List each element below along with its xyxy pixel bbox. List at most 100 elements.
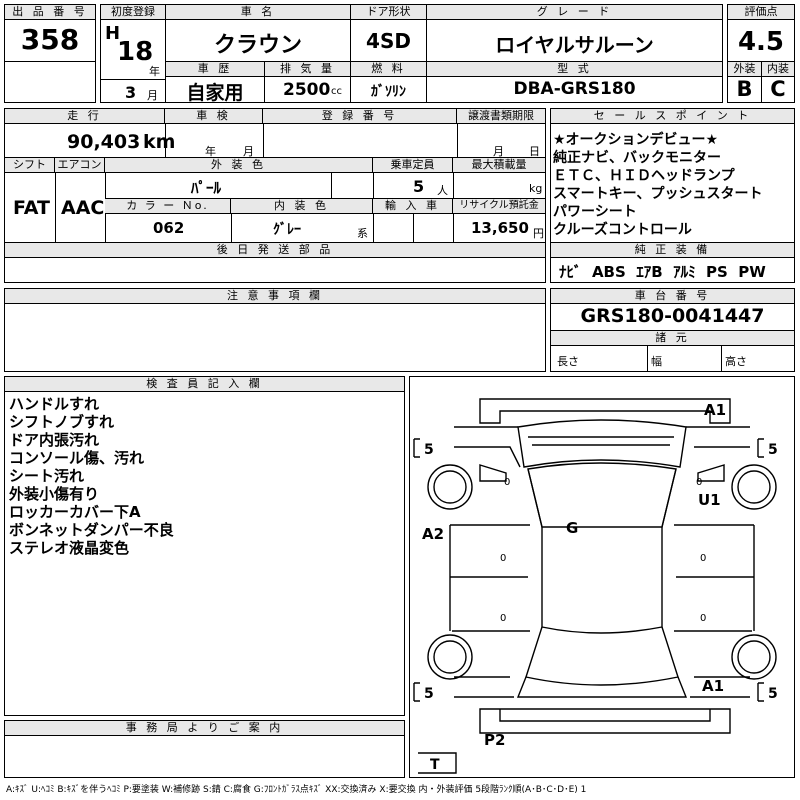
transfer-deadline-label: 譲渡書類期限 [457, 109, 545, 124]
ac: AAC [61, 197, 105, 219]
sales-point-line: 純正ナビ、バックモニター [553, 150, 721, 166]
score: 4.5 [737, 27, 785, 57]
fuel-box: 燃 料 ｶﾞｿﾘﾝ [350, 61, 427, 103]
lot-number: 358 [20, 23, 80, 56]
zero-mark: 0 [500, 613, 506, 624]
damage-mark-right-front: U1 [698, 491, 721, 509]
exterior-color-label: 外 装 色 [105, 158, 373, 173]
zero-mark: 0 [700, 553, 706, 564]
chassis-number: GRS180-0041447 [580, 305, 765, 327]
car-name: クラウン [213, 33, 302, 58]
capacity-unit: 人 [437, 184, 448, 197]
mileage-unit: km [143, 131, 176, 153]
capacity-label: 乗車定員 [373, 158, 453, 173]
score-label: 評価点 [728, 5, 794, 20]
office-notice-box: 事 務 局 よ り ご 案 内 [4, 720, 405, 778]
interior-box: 内装 C [761, 61, 795, 103]
genuine-equipment-label: 純 正 装 備 [551, 243, 794, 258]
interior-color-label: 内 装 色 [231, 199, 373, 214]
car-name-label: 車 名 [166, 5, 350, 20]
specs-label: 諸 元 [551, 331, 794, 346]
interior-grade: C [770, 77, 786, 101]
later-parts-label: 後 日 発 送 部 品 [5, 243, 545, 258]
chassis-number-label: 車 台 番 号 [551, 289, 794, 304]
fuel: ｶﾞｿﾘﾝ [371, 84, 406, 100]
sales-point-list: ★オークションデビュー★ 純正ナビ、バックモニター ＥＴＣ、ＨＩＤヘッドランプ … [553, 131, 762, 239]
recycle-unit: 円 [533, 227, 544, 240]
zero-mark: 0 [700, 613, 706, 624]
inspector-note: シフトノブすれ [9, 413, 115, 431]
office-notice-label: 事 務 局 よ り ご 案 内 [5, 721, 404, 736]
sales-point-line: ＥＴＣ、ＨＩＤヘッドランプ [553, 168, 735, 184]
recycle-fee: 13,650 [471, 219, 529, 237]
history-box: 車 歴 自家用 [165, 61, 265, 104]
tire-front-left: 5 [424, 442, 434, 458]
displacement-label: 排 気 量 [265, 62, 350, 77]
first-reg-year: 18 [117, 37, 154, 67]
displacement-unit: cc [331, 86, 342, 97]
exterior-grade: B [736, 77, 753, 101]
zero-mark: 0 [500, 553, 506, 564]
details-box: 走 行 車 検 登 録 番 号 譲渡書類期限 90,403 km 年 月 月 日… [4, 108, 546, 283]
sales-point-line: ★オークションデビュー★ [553, 132, 719, 148]
inspector-note: ドア内張汚れ [9, 431, 100, 449]
inspection-year-unit: 年 [205, 145, 216, 158]
inspector-note: ロッカーカバー下A [9, 503, 141, 521]
ac-label: エアコン [55, 158, 105, 173]
transfer-month-unit: 月 [493, 145, 504, 158]
history: 自家用 [186, 82, 244, 104]
sales-point-line: パワーシート [553, 204, 637, 220]
damage-mark-rear-bumper: P2 [484, 731, 505, 749]
inspection-month-unit: 月 [243, 145, 254, 158]
zero-mark: 0 [696, 477, 702, 488]
tire-front-right: 5 [768, 442, 778, 458]
first-registration-box: 初度登録 H 18 年 3 月 [100, 4, 166, 103]
capacity: 5 [413, 177, 425, 196]
exterior-color: ﾊﾟｰﾙ [191, 179, 222, 197]
grade-label: グ レ ー ド [427, 5, 722, 20]
inspection-label: 車 検 [165, 109, 263, 124]
model-box: 型 式 DBA-GRS180 [426, 61, 723, 103]
car-name-box: 車 名 クラウン [165, 4, 351, 62]
car-diagram: 5 5 5 5 T A1 U1 A2 G A1 P2 0 0 0 0 0 0 [413, 398, 778, 774]
inspector-notes-box: 検 査 員 記 入 欄 ハンドルすれ シフトノブすれ ドア内張汚れ コンソール傷… [4, 376, 405, 716]
grade: ロイヤルサルーン [495, 33, 654, 57]
history-label: 車 歴 [166, 62, 264, 77]
genuine-equipment: ﾅﾋﾞ ABS ｴｱB ｱﾙﾐ PS PW [559, 263, 766, 281]
height-label: 高さ [725, 355, 747, 368]
color-number-label: カ ラ ー Ｎo. [105, 199, 231, 214]
tire-rear-left: 5 [424, 686, 434, 702]
score-box: 評価点 4.5 [727, 4, 795, 62]
interior-color-unit: 系 [357, 227, 368, 240]
exterior-label: 外装 [728, 62, 761, 77]
inspector-note: ハンドルすれ [9, 395, 100, 413]
recycle-label: リサイクル預託金 [453, 199, 545, 214]
max-load-label: 最大積載量 [453, 158, 545, 173]
legend: A:ｷｽﾞ U:ﾍｺﾐ B:ｷｽﾞを伴うﾍｺﾐ P:要塗装 W:補修跡 S:錆 … [6, 785, 587, 795]
zero-mark: 0 [504, 477, 510, 488]
grade-box: グ レ ー ド ロイヤルサルーン [426, 4, 723, 62]
registration-number-label: 登 録 番 号 [263, 109, 457, 124]
sales-point-box: セ ー ル ス ポ イ ン ト ★オークションデビュー★ 純正ナビ、バックモニタ… [550, 108, 795, 283]
max-load-unit: kg [529, 182, 543, 195]
door-type: 4SD [366, 29, 411, 53]
inspector-note: コンソール傷、汚れ [9, 449, 145, 467]
fuel-label: 燃 料 [351, 62, 426, 77]
color-number: 062 [153, 219, 185, 237]
interior-label: 内装 [762, 62, 794, 77]
sales-point-line: クルーズコントロール [553, 222, 692, 238]
tire-rear-right: 5 [768, 686, 778, 702]
door-box: ドア形状 4SD [350, 4, 427, 62]
mileage-label: 走 行 [5, 109, 165, 124]
length-label: 長さ [557, 355, 579, 368]
inspector-note: ボンネットダンパー不良 [9, 521, 174, 539]
car-diagram-box: 5 5 5 5 T A1 U1 A2 G A1 P2 0 0 0 0 0 0 [409, 376, 795, 778]
inspector-notes-list: ハンドルすれ シフトノブすれ ドア内張汚れ コンソール傷、汚れ シート汚れ 外装… [9, 395, 174, 557]
inspector-note: シート汚れ [9, 467, 85, 485]
sales-point-line: スマートキー、プッシュスタート [553, 186, 763, 202]
lot-number-box: 出 品 番 号 358 [4, 4, 96, 62]
displacement-box: 排 気 量 2500 cc [264, 61, 351, 103]
lot-number-label: 出 品 番 号 [5, 5, 95, 20]
era: H [105, 23, 121, 44]
shift: FAT [13, 197, 50, 219]
